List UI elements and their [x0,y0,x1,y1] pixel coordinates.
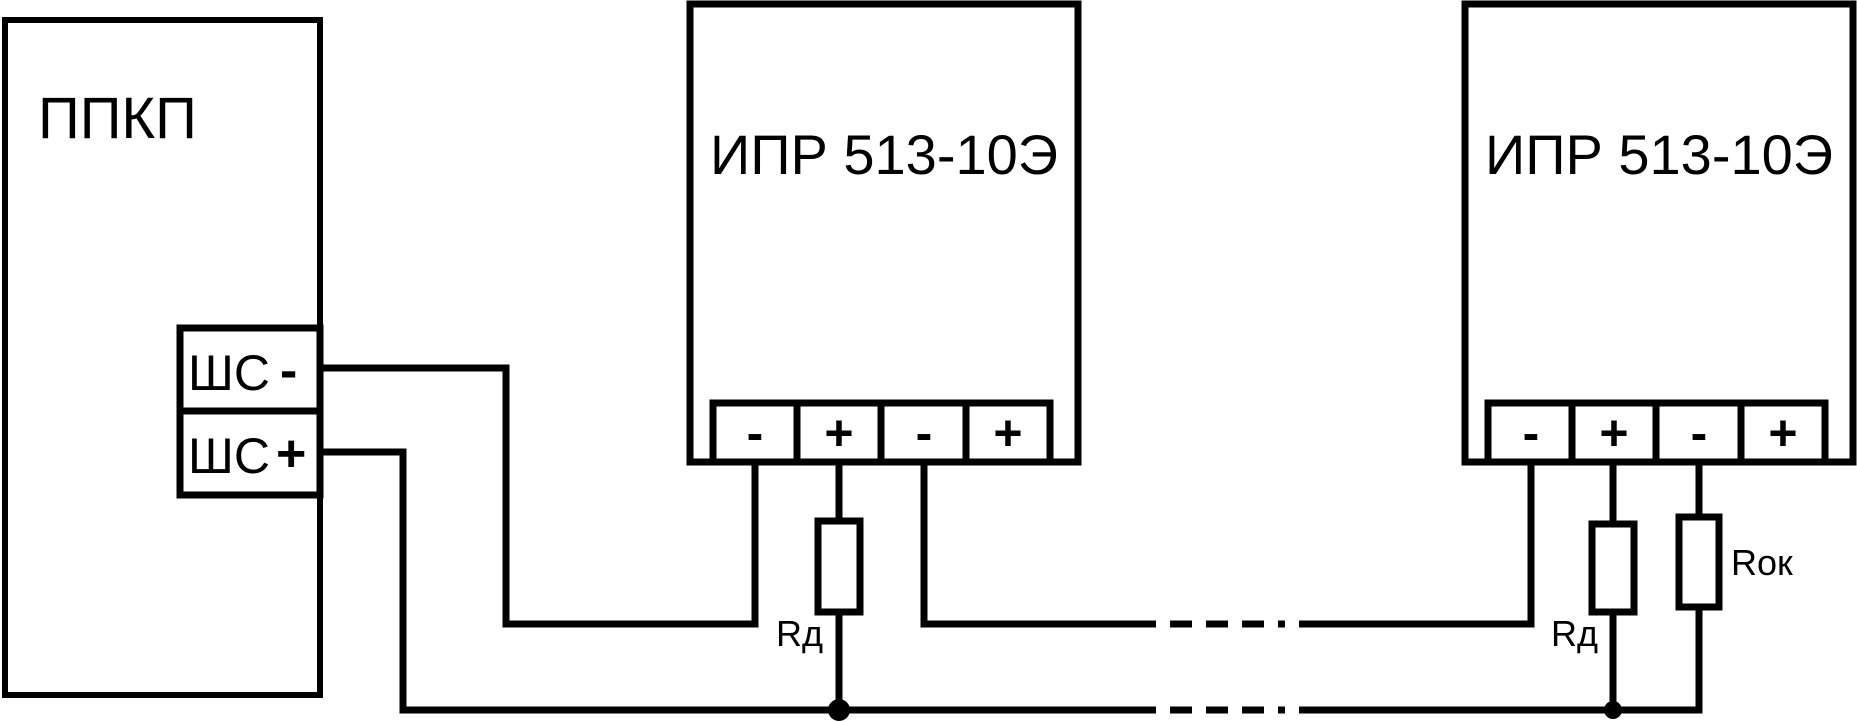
rd1-label: Rд [776,613,823,654]
device-2-terminal-3: - [1691,405,1708,461]
panel-terminal-plus-label: ШС [188,428,270,484]
wire-loop-minus-2a [920,462,1134,628]
wire-loop-minus-2b [1299,462,1535,628]
wire-loop-plus-b [1299,607,1703,714]
junction-dot-2 [1604,701,1622,719]
rd2-label: Rд [1551,613,1598,654]
panel-terminal-plus-sign: + [276,425,306,483]
device-2-title: ИПР 513-10Э [1485,123,1833,186]
device-1-terminal-4: + [993,405,1022,461]
resistor-rok [1675,513,1723,611]
panel-title: ППКП [38,86,197,151]
wire-loop-minus-1 [320,364,759,628]
resistor-rd2 [1588,520,1638,616]
device-2-terminal-4: + [1768,405,1797,461]
device-1-terminal-2: + [824,405,853,461]
device-2-box [1461,0,1857,466]
device-1-terminal-3: - [916,405,933,461]
device-2-terminal-1: - [1523,405,1540,461]
resistor-rd1 [814,517,864,616]
device-1-title: ИПР 513-10Э [710,123,1058,186]
device-1-terminal-1: - [747,405,764,461]
rok-label: Rок [1731,542,1793,583]
panel-terminal-minus-label: ШС [188,345,270,401]
device-2-terminal-2: + [1599,405,1628,461]
device-1-box [686,0,1082,466]
wire-loop-plus [320,448,1134,714]
panel-terminal-minus-sign: - [280,342,297,400]
junction-dot-1 [828,699,850,721]
